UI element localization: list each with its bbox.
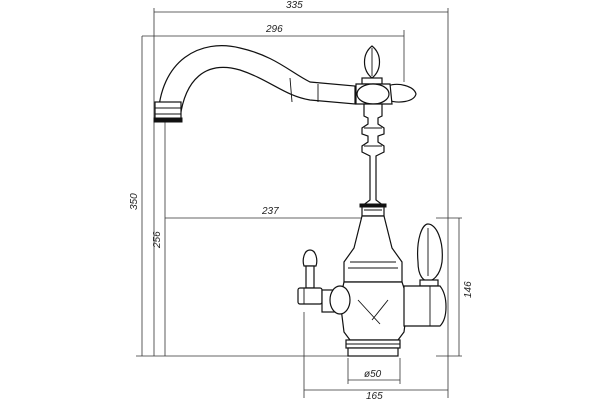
- dim-handle-height: 146: [436, 217, 474, 357]
- dim-base-width: 165: [303, 312, 449, 400]
- faucet-spout: [153, 45, 356, 123]
- dim-spout-reach-label: 296: [265, 24, 283, 35]
- dim-spout-height-label: 256: [152, 231, 163, 249]
- faucet-column: [359, 103, 387, 217]
- dim-base-width-label: 165: [366, 391, 383, 400]
- left-lever: [297, 249, 351, 315]
- dim-handle-height-label: 146: [463, 281, 474, 298]
- faucet-body-bulb: [343, 215, 403, 283]
- dim-inner-reach-label: 237: [261, 206, 279, 217]
- top-handle: [361, 45, 417, 103]
- faucet-body: [153, 45, 447, 357]
- dim-overall-width: 335: [153, 0, 449, 356]
- faucet-lower-body: [339, 281, 409, 341]
- dim-overall-width-label: 335: [286, 0, 303, 11]
- right-handle: [403, 223, 447, 327]
- faucet-base: [345, 339, 401, 357]
- dim-base-diameter: ø50: [347, 358, 401, 384]
- dim-total-height-label: 350: [129, 193, 140, 210]
- dim-total-height: 350: [129, 36, 354, 357]
- dim-base-diameter-label: ø50: [364, 369, 382, 380]
- dim-inner-reach: 237: [165, 206, 377, 224]
- dim-spout-height: 256: [152, 118, 166, 356]
- dim-spout-reach: 296: [142, 24, 405, 82]
